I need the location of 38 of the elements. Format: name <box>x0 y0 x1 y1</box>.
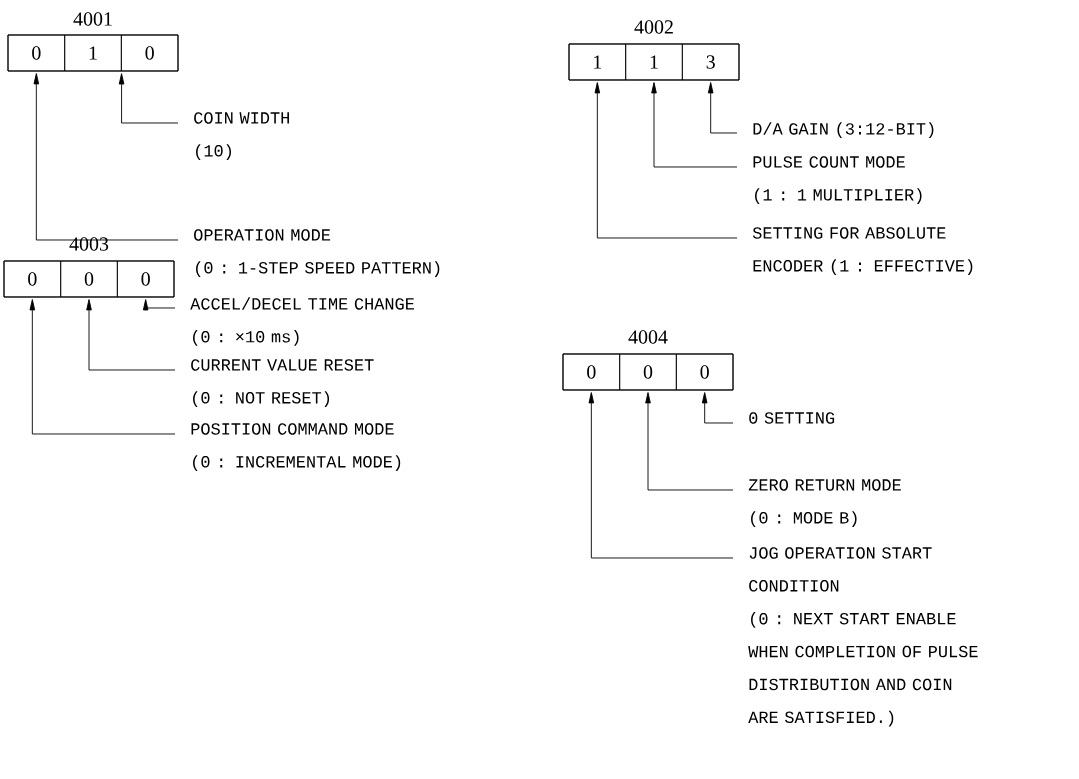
description-text: ACCEL/DECEL TIME CHANGE (0 : ×10 ms) <box>190 297 414 346</box>
digit-cell: 0 <box>562 353 621 391</box>
node-label: 4002 <box>634 20 673 34</box>
digit-cell: 0 <box>60 260 118 298</box>
description-text: POSITION COMMAND MODE (0 : INCREMENTAL MODE) <box>191 423 401 471</box>
description-text: OPERATION MODE (0 : 1-STEP SPEED PATTERN) <box>194 229 440 277</box>
description-text: ZERO RETURN MODE (0 : MODE B) <box>748 479 901 527</box>
description-text: SETTING FOR ABSOLUTE ENCODER (1 : EFFECTIVE) <box>752 227 973 275</box>
digit-cell: 0 <box>7 34 66 72</box>
description-text: D/A GAIN (3:12-BIT) <box>753 122 934 138</box>
description-text: JOG OPERATION START CONDITION (0 : NEXT START ENABLE WHEN COMPLETION OF PULSE DISTRIBUTION AND COIN ARE SATISFIED.) <box>748 547 978 727</box>
digit-cell: 0 <box>116 260 175 298</box>
node-label: 4003 <box>69 237 109 251</box>
description-text: 0 SETTING <box>749 412 835 424</box>
digit-cell: 3 <box>681 43 740 81</box>
leader-arrow <box>701 392 734 424</box>
leader-arrow <box>118 73 179 124</box>
digit-cell: 0 <box>619 353 677 391</box>
leader-arrow <box>651 82 738 168</box>
node-label: 4004 <box>628 330 668 344</box>
digit-cell: 0 <box>675 353 734 391</box>
node-label: 4001 <box>73 12 112 26</box>
leader-arrow <box>707 82 738 134</box>
leader-arrow <box>594 82 738 239</box>
digit-cell: 1 <box>64 34 122 72</box>
digit-cell: 0 <box>3 260 62 298</box>
digit-cell: 1 <box>625 43 683 81</box>
description-text: COIN WIDTH (10) <box>194 112 289 160</box>
leader-arrow <box>645 392 734 491</box>
leader-arrow <box>142 299 176 311</box>
description-text: PULSE COUNT MODE (1 : 1 MULTIPLIER) <box>753 156 922 204</box>
leader-arrow <box>33 73 179 241</box>
digit-cell: 0 <box>120 34 179 72</box>
leader-arrow <box>588 392 734 559</box>
digit-cell: 1 <box>568 43 627 81</box>
leader-arrow <box>86 299 176 371</box>
leader-arrow <box>29 299 176 435</box>
description-text: CURRENT VALUE RESET (0 : NOT RESET) <box>191 359 374 407</box>
